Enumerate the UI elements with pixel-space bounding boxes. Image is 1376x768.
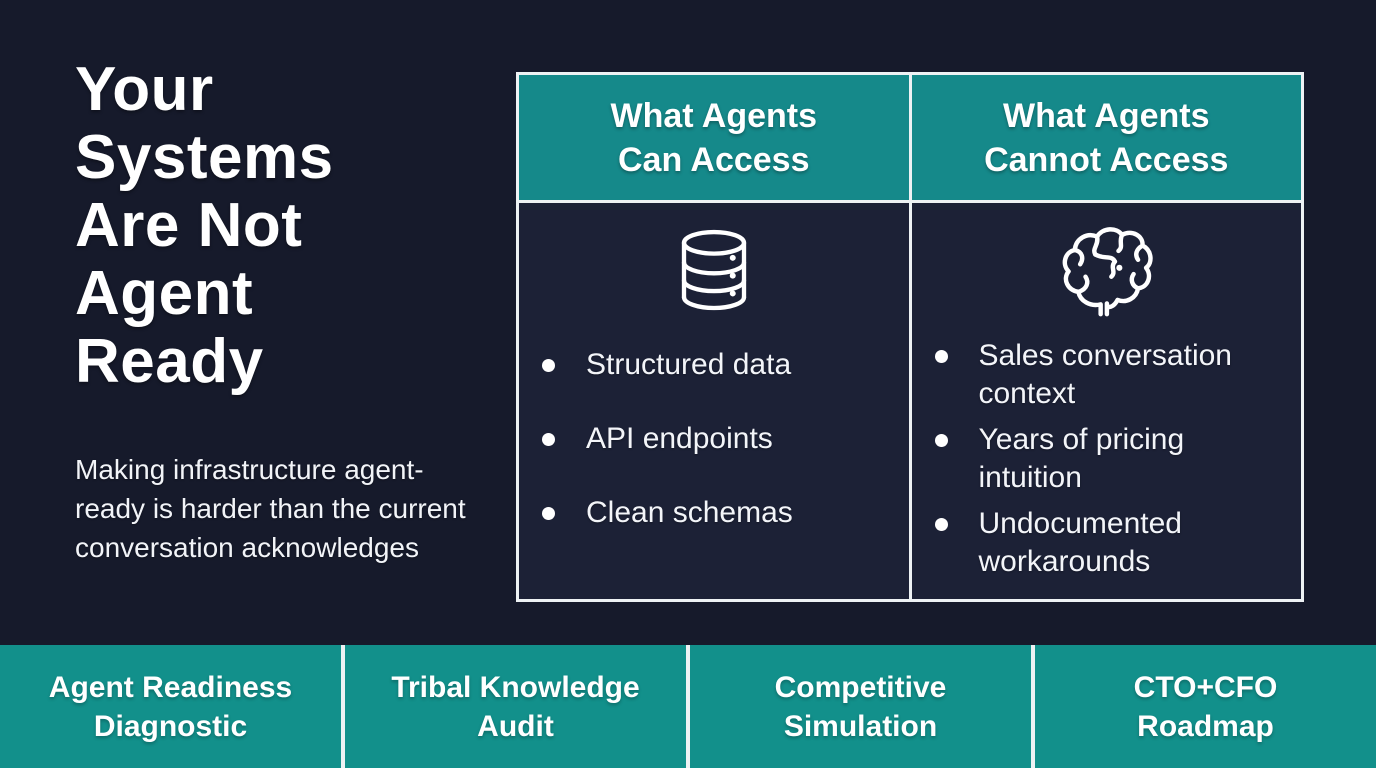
bottom-bar: Agent Readiness Diagnostic Tribal Knowle… [0, 645, 1376, 768]
header-line: What Agents [610, 96, 817, 135]
intro-panel: Your Systems Are Not Agent Ready Making … [75, 56, 485, 567]
cannot-access-list: Sales conversation context Years of pric… [912, 337, 1302, 589]
header-line: Can Access [617, 140, 810, 179]
bullet-dot-icon [542, 507, 555, 520]
column-cannot-access: What Agents Cannot Access [908, 75, 1302, 599]
bar-cell-competitive-simulation: Competitive Simulation [686, 645, 1031, 768]
page-title: Your Systems Are Not Agent Ready [75, 55, 334, 396]
bullet-dot-icon [542, 359, 555, 372]
bar-cell-line: Diagnostic [93, 709, 248, 743]
list-item-label: API endpoints [586, 422, 773, 455]
column-header-can-access: What Agents Can Access [519, 75, 909, 203]
database-icon [519, 224, 909, 316]
list-item: Structured data [542, 346, 899, 384]
column-can-access: What Agents Can Access [519, 75, 909, 599]
bullet-dot-icon [542, 433, 555, 446]
bullet-dot-icon [934, 350, 948, 363]
header-line: What Agents [1002, 96, 1210, 135]
column-body-can-access: Structured data API endpoints Clean sche… [519, 203, 909, 599]
column-body-cannot-access: Sales conversation context Years of pric… [912, 203, 1302, 599]
bar-cell-line: Simulation [783, 709, 938, 743]
bar-cell-line: Agent Readiness [48, 670, 293, 704]
list-item-label: Years of pricing intuition [978, 423, 1185, 494]
list-item: API endpoints [542, 420, 899, 458]
bar-cell-line: Tribal Knowledge [391, 670, 640, 704]
list-item: Undocumented workarounds [934, 505, 1292, 581]
list-item: Clean schemas [542, 494, 899, 532]
bar-cell-line: Audit [477, 709, 554, 743]
can-access-list: Structured data API endpoints Clean sche… [519, 346, 909, 568]
column-header-cannot-access: What Agents Cannot Access [911, 75, 1301, 203]
list-item-label: Clean schemas [586, 496, 793, 529]
bar-cell-line: Competitive [774, 670, 947, 704]
bullet-dot-icon [934, 518, 948, 531]
bar-cell-line: Roadmap [1137, 709, 1274, 743]
list-item-label: Structured data [586, 348, 792, 381]
bar-cell-line: CTO+CFO [1133, 670, 1278, 704]
list-item-label: Undocumented workarounds [978, 507, 1182, 578]
bar-cell-cto-cfo-roadmap: CTO+CFO Roadmap [1031, 645, 1376, 768]
list-item-label: Sales conversation context [978, 339, 1232, 410]
list-item: Sales conversation context [934, 337, 1292, 413]
comparison-table: What Agents Can Access [516, 72, 1304, 602]
bullet-dot-icon [934, 434, 948, 447]
bar-cell-agent-readiness-diagnostic: Agent Readiness Diagnostic [0, 645, 341, 768]
list-item: Years of pricing intuition [934, 421, 1292, 497]
header-line: Cannot Access [984, 140, 1229, 179]
page-subtitle: Making infrastructure agent-ready is har… [75, 454, 466, 563]
brain-icon [912, 224, 1302, 316]
bar-cell-tribal-knowledge-audit: Tribal Knowledge Audit [341, 645, 686, 768]
